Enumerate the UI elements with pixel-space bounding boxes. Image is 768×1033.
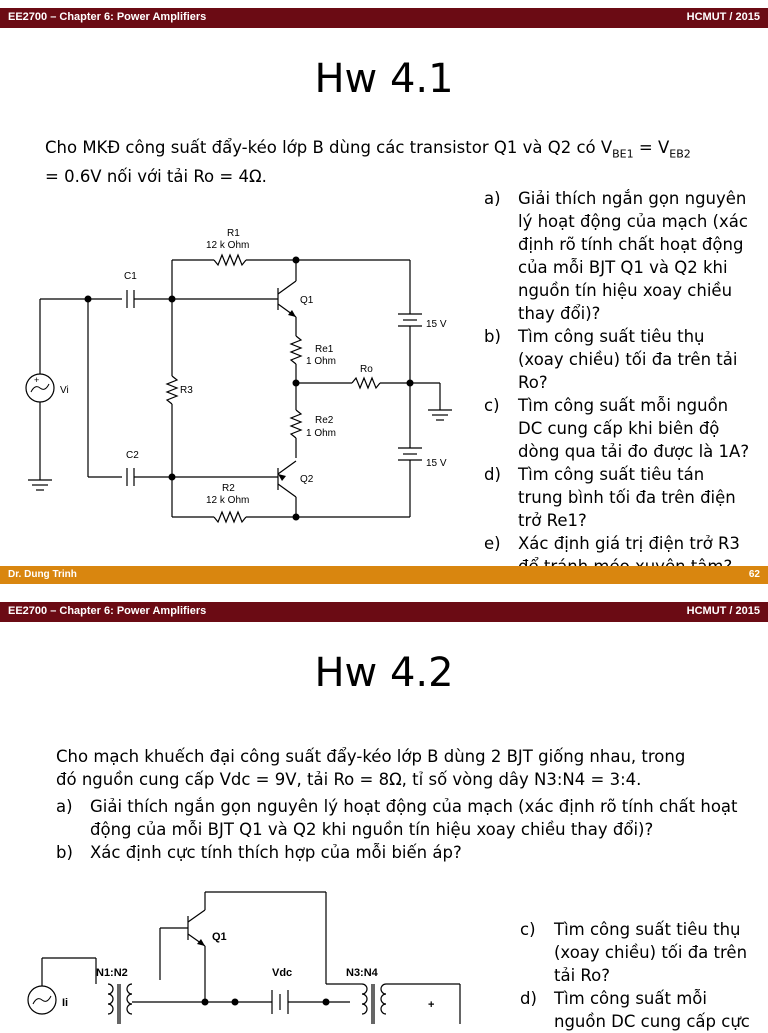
label-supply-top: 15 V [426,319,447,330]
question-label: b) [484,327,501,346]
author: Dr. Dung Trinh [8,569,77,580]
intro-text-b: = V [633,138,670,157]
intro-line-2: đó nguồn cung cấp Vdc = 9V, tải Ro = 8Ω,… [56,770,642,789]
question-a: a) Giải thích ngắn gọn nguyên lý hoạt độn… [484,187,752,325]
question-label: d) [484,465,501,484]
slide2-question-list: a) Giải thích ngắn gọn nguyên lý hoạt độn… [56,795,756,864]
vbe1-subscript: BE1 [612,147,634,161]
question-text: Tìm công suất tiêu thụ (xoay chiều) tối … [554,920,748,985]
q1-emitter-arrow [197,939,205,946]
question-b: b) Xác định cực tính thích hợp của mỗi bi… [56,841,756,864]
school-year: HCMUT / 2015 [686,11,760,23]
question-d: d) Tìm công suất mỗi nguồn DC cung cấp cự… [520,987,752,1033]
slide1-question-list: a) Giải thích ngắn gọn nguyên lý hoạt độn… [484,187,752,578]
label-c2: C2 [126,450,139,461]
label-re1: Re1 [315,344,334,355]
intro-text-a: Cho MKĐ công suất đẩy-kéo lớp B dùng các… [45,138,613,157]
label-r1: R1 [227,228,240,239]
label-vdc: Vdc [272,967,292,979]
slide1-intro: Cho MKĐ công suất đẩy-kéo lớp B dùng các… [45,136,745,188]
label-r3: R3 [180,385,193,396]
label-n3n4: N3:N4 [346,967,379,979]
slide1-footer: Dr. Dung Trinh 62 [0,566,768,584]
question-label: d) [520,989,537,1008]
veb2-subscript: EB2 [669,147,691,161]
slide2-title: Hw 4.2 [314,650,454,696]
question-label: a) [484,189,501,208]
question-c: c) Tìm công suất tiêu thụ (xoay chiều) tố… [520,918,752,987]
question-label: e) [484,534,501,553]
label-n1n2: N1:N2 [96,967,128,979]
label-q1: Q1 [212,931,227,943]
label-supply-bottom: 15 V [426,458,447,469]
question-a: a) Giải thích ngắn gọn nguyên lý hoạt độn… [56,795,756,841]
question-text: Giải thích ngắn gọn nguyên lý hoạt động … [518,189,748,323]
slide2-header: EE2700 – Chapter 6: Power Amplifiers HCM… [0,602,768,622]
label-ii: Ii [62,997,68,1009]
label-plus: + [428,999,434,1011]
label-r2-value: 12 k Ohm [206,495,249,506]
slide2-intro: Cho mạch khuếch đại công suất đẩy-kéo lớ… [56,745,756,791]
q2-emitter-arrow [278,474,286,481]
label-r2: R2 [222,483,235,494]
label-r1-value: 12 k Ohm [206,240,249,251]
course-title: EE2700 – Chapter 6: Power Amplifiers [8,11,207,23]
question-text: Xác định cực tính thích hợp của mỗi biến… [90,843,462,862]
intro-line-1: Cho mạch khuếch đại công suất đẩy-kéo lớ… [56,747,686,766]
source-plus-sign: + [34,375,39,385]
ac-source-icon [32,995,52,1005]
label-re2: Re2 [315,415,334,426]
question-b: b) Tìm công suất tiêu thụ (xoay chiều) tố… [484,325,752,394]
course-title: EE2700 – Chapter 6: Power Amplifiers [8,605,207,617]
school-year: HCMUT / 2015 [686,605,760,617]
intro-text-c: = 0.6V nối với tải Ro = 4Ω. [45,167,267,187]
question-c: c) Tìm công suất mỗi nguồn DC cung cấp kh… [484,394,752,463]
label-re2-value: 1 Ohm [306,428,336,439]
question-text: Tìm công suất tiêu thụ (xoay chiều) tối … [518,327,738,392]
slide2-side-question-list: c) Tìm công suất tiêu thụ (xoay chiều) tố… [520,918,752,1033]
question-label: c) [520,920,536,939]
question-text: Tìm công suất mỗi nguồn DC cung cấp cực [554,989,750,1031]
question-text: Tìm công suất tiêu tán trung bình tối đa… [518,465,736,530]
label-vi: Vi [60,385,69,396]
question-label: a) [56,797,73,816]
label-c1: C1 [124,271,137,282]
ac-source-icon [30,383,50,393]
question-text: Tìm công suất mỗi nguồn DC cung cấp khi … [518,396,750,461]
label-re1-value: 1 Ohm [306,356,336,367]
push-pull-circuit-1: + R1 12 k Ohm C1 Q1 Re1 1 Ohm Ro R3 Vi R… [25,228,452,524]
question-label: b) [56,843,73,862]
label-q2: Q2 [300,474,314,485]
label-ro: Ro [360,364,373,375]
question-label: c) [484,396,500,415]
page-number: 62 [748,569,760,580]
push-pull-circuit-2: Q1 N1:N2 Vdc N3:N4 Ii + [27,891,461,1024]
q1-emitter-arrow [288,310,296,317]
slide1-title: Hw 4.1 [314,56,454,102]
slide1-header: EE2700 – Chapter 6: Power Amplifiers HCM… [0,8,768,28]
question-text: Giải thích ngắn gọn nguyên lý hoạt động … [90,797,738,839]
label-q1: Q1 [300,295,314,306]
question-d: d) Tìm công suất tiêu tán trung bình tối … [484,463,752,532]
